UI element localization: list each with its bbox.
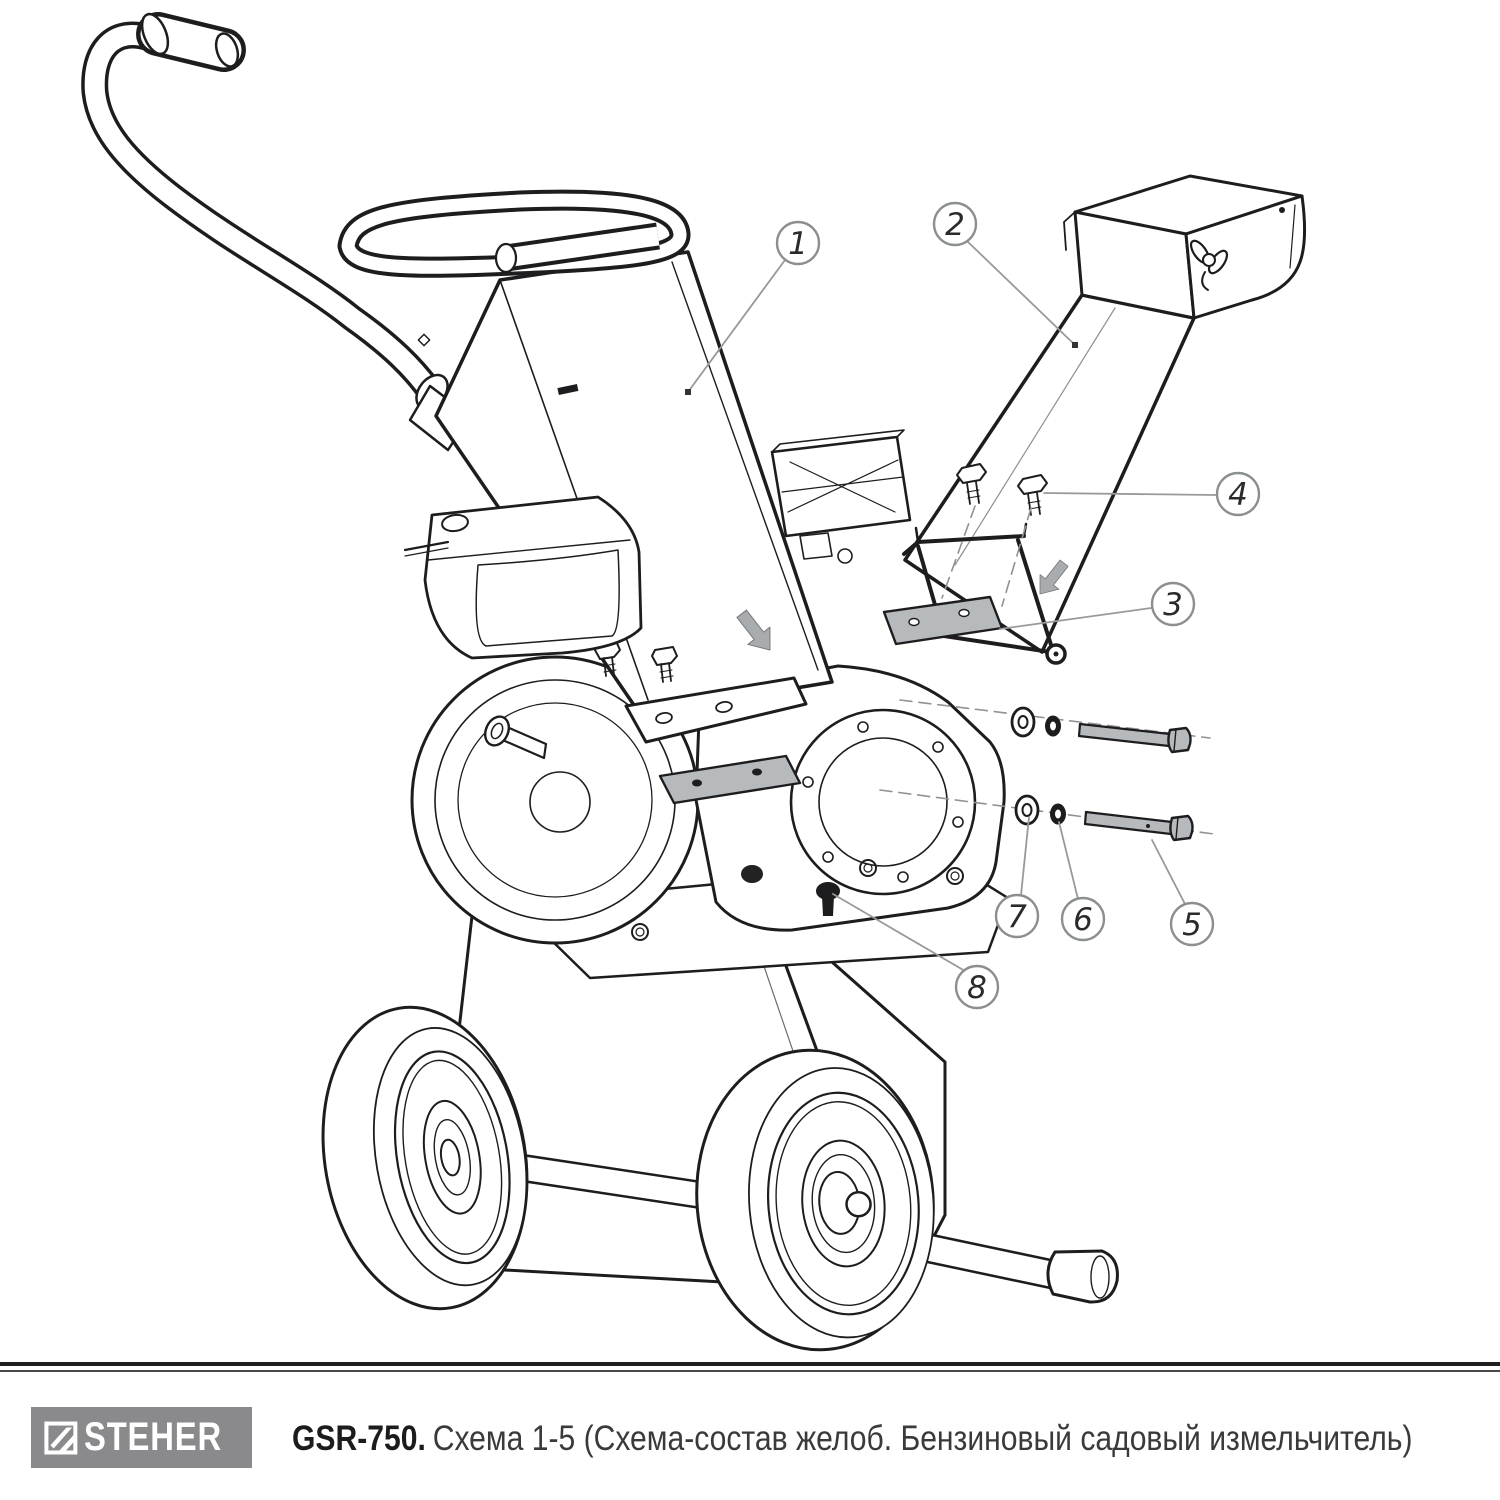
svg-text:8: 8 — [967, 970, 987, 1006]
flywheel-housing — [410, 655, 700, 945]
diagram-caption: GSR-750.Схема 1-5 (Схема-состав желоб. Б… — [292, 1419, 1412, 1459]
bolt-long-upper — [1077, 722, 1192, 754]
feed-chute-right — [902, 174, 1307, 665]
callout-5: 5 — [1169, 901, 1215, 947]
support-leg — [916, 1230, 1119, 1304]
svg-text:6: 6 — [1073, 902, 1093, 938]
grip-end — [214, 32, 240, 68]
duct — [903, 293, 1196, 654]
callout-2: 2 — [932, 201, 978, 247]
callout-7: 7 — [994, 893, 1040, 939]
air-filter — [770, 429, 912, 564]
wing-latch — [1189, 239, 1229, 291]
callout-8: 8 — [954, 964, 1000, 1010]
bolt-part4-a — [956, 463, 987, 505]
nut-upper — [1045, 715, 1061, 737]
handle — [81, 12, 472, 452]
wheel-right — [695, 1048, 935, 1352]
mount-bracket — [902, 522, 1067, 665]
engine — [410, 429, 1010, 980]
washer-lower — [1014, 794, 1040, 826]
bolt-part4-b — [1017, 474, 1048, 516]
callout-6: 6 — [1060, 896, 1106, 942]
feed-direction-arrow-left — [736, 609, 771, 651]
exploded-view-drawing: 1 2 3 4 5 6 7 8 — [81, 12, 1307, 1352]
callout-leaders — [685, 240, 1217, 972]
svg-text:7: 7 — [1007, 899, 1027, 935]
plate-part3 — [882, 595, 1004, 646]
footer-divider-thick — [0, 1362, 1500, 1366]
grip-collar — [140, 12, 170, 56]
model-number: GSR-750. — [292, 1419, 426, 1458]
feed-direction-arrow-right — [1039, 559, 1069, 595]
fuel-tank — [403, 495, 643, 660]
washer-upper — [1010, 706, 1036, 738]
svg-text:1: 1 — [788, 226, 808, 262]
engine-base-bolts — [631, 859, 964, 941]
steher-logo: STEHER — [31, 1407, 252, 1468]
caption-text: Схема 1-5 (Схема-состав желоб. Бензиновы… — [432, 1419, 1413, 1458]
footer-divider-thin — [0, 1370, 1500, 1372]
knife-plate-center — [658, 754, 802, 805]
wheel-left — [321, 1005, 529, 1311]
chute-bolt-small — [651, 646, 678, 683]
bolt-long-lower — [1083, 810, 1194, 842]
crankcase — [694, 664, 1006, 932]
nut-lower — [1050, 803, 1066, 825]
svg-text:3: 3 — [1163, 587, 1183, 623]
callout-1: 1 — [775, 220, 821, 266]
brand-name: STEHER — [83, 1415, 222, 1459]
callout-4: 4 — [1215, 471, 1261, 517]
callout-3: 3 — [1150, 581, 1196, 627]
fuel-cap — [441, 513, 469, 533]
steher-monogram-icon — [44, 1421, 78, 1454]
feed-chute-left — [337, 189, 834, 744]
hopper-box-right — [1184, 194, 1307, 320]
svg-text:5: 5 — [1182, 907, 1202, 943]
svg-text:4: 4 — [1228, 477, 1248, 513]
svg-text:2: 2 — [945, 207, 965, 243]
